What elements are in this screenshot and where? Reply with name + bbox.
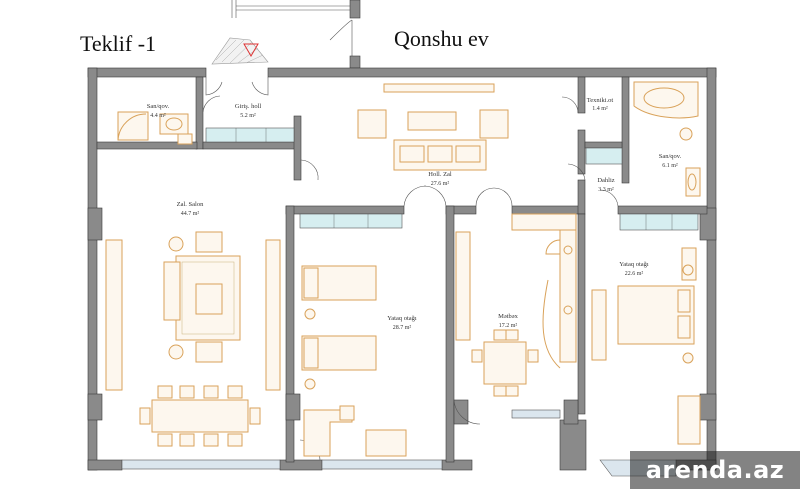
- room-area-salon: 44.7 m²: [181, 211, 200, 217]
- room-label-sanqov2: San/qov.: [659, 153, 682, 160]
- neighbor-label: Qonshu ev: [394, 26, 489, 51]
- room-label-holl: Holl. Zal: [428, 171, 452, 178]
- room-label-sanqov1: San/qov.: [147, 103, 170, 110]
- room-area-texniki: 1.4 m²: [592, 106, 608, 112]
- furniture: [105, 81, 701, 457]
- room-area-yataq2: 22.6 m²: [625, 271, 644, 277]
- room-labels: San/qov. 4.4 m² Giriş. holl 5.2 m² Texni…: [147, 97, 682, 331]
- watermark: arenda.az: [630, 451, 800, 489]
- room-area-yataq1: 28.7 m²: [393, 325, 412, 331]
- room-area-giris: 5.2 m²: [240, 113, 256, 119]
- plan-title: Teklif -1: [80, 31, 156, 56]
- room-area-metbex: 17.2 m²: [499, 323, 518, 329]
- room-area-sanqov1: 4.4 m²: [150, 113, 166, 119]
- room-area-holl: 27.6 m²: [431, 181, 450, 187]
- room-label-metbex: Mətbəx: [498, 313, 519, 320]
- room-area-dahliz: 3.3 m²: [598, 187, 614, 193]
- room-label-dahliz: Dahliz: [597, 177, 614, 184]
- doors: [202, 77, 619, 461]
- room-label-yataq1: Yataq otağı: [387, 315, 417, 322]
- inner-walls: [96, 76, 708, 463]
- room-label-yataq2: Yataq otağı: [619, 261, 649, 268]
- room-label-giris: Giriş. holl: [235, 103, 262, 110]
- neighbor-stair: [231, 0, 361, 69]
- room-label-salon: Zal. Salon: [177, 201, 204, 208]
- entrance-hatch: [211, 37, 269, 65]
- room-label-texniki: Texniki.ot: [587, 97, 614, 104]
- room-area-sanqov2: 6.1 m²: [662, 163, 678, 169]
- closets: [205, 127, 699, 231]
